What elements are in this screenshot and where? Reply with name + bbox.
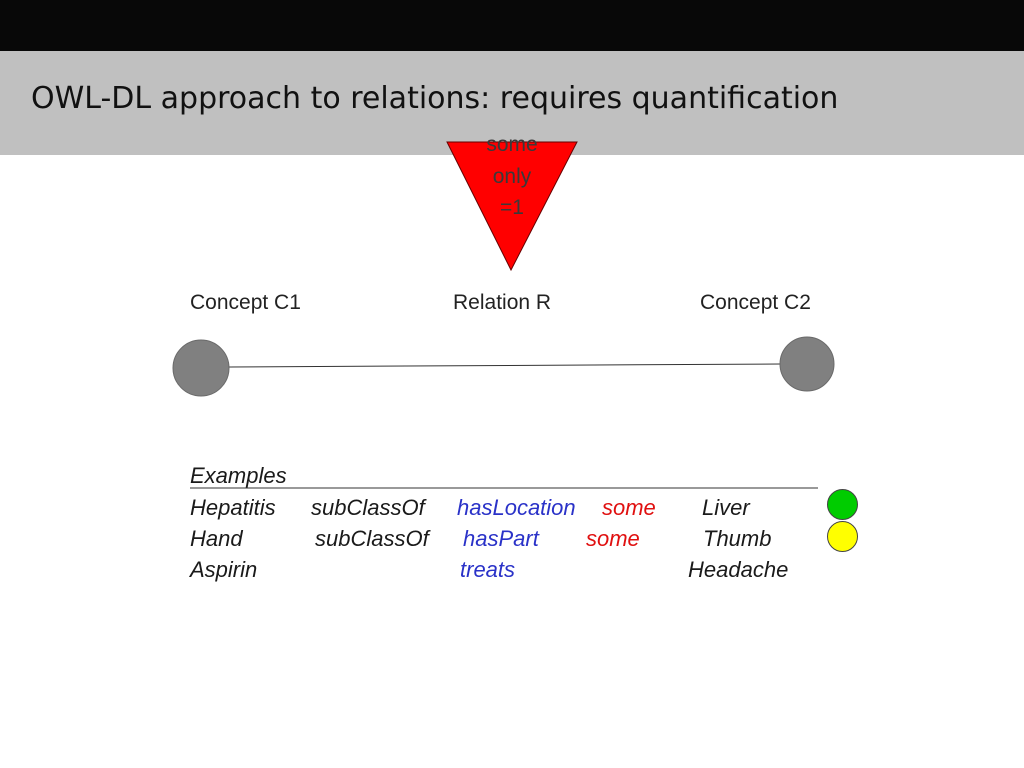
quantifier-equals-one: =1 <box>500 196 524 219</box>
example-object: Thumb <box>703 526 772 551</box>
example-axiom: subClassOf <box>315 526 429 551</box>
concept-c1-node <box>172 339 230 397</box>
status-dot-green <box>827 489 858 520</box>
example-relation: hasLocation <box>457 495 576 520</box>
relation-r-label: Relation R <box>453 291 552 314</box>
slide-title: OWL-DL approach to relations: requires q… <box>31 81 839 116</box>
example-relation: treats <box>460 557 516 582</box>
relation-line <box>228 363 782 368</box>
example-subject: Aspirin <box>190 557 258 582</box>
examples-heading: Examples <box>190 463 287 488</box>
example-relation: hasPart <box>463 526 539 551</box>
example-axiom: subClassOf <box>311 495 425 520</box>
example-quantifier: some <box>602 495 656 520</box>
example-object: Liver <box>702 495 750 520</box>
top-bar <box>0 0 1024 51</box>
quantifier-triangle <box>446 141 578 272</box>
concept-c1-label: Concept C1 <box>190 291 301 314</box>
example-object: Headache <box>688 557 789 582</box>
quantifier-some: some <box>486 133 538 156</box>
concept-c2-node <box>779 336 835 392</box>
quantifier-only: only <box>492 165 532 188</box>
status-dot-yellow <box>827 521 858 552</box>
example-subject: Hand <box>190 526 243 551</box>
example-subject: Hepatitis <box>190 495 276 520</box>
title-bar <box>0 51 1024 155</box>
concept-c2-label: Concept C2 <box>700 291 811 314</box>
example-quantifier: some <box>586 526 640 551</box>
